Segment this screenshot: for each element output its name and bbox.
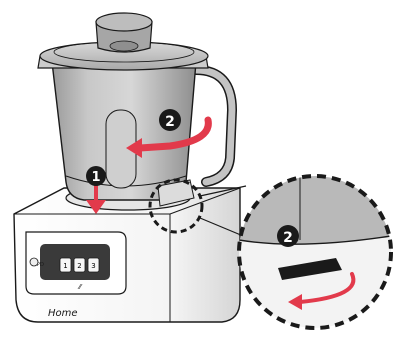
svg-text:1: 1: [91, 170, 100, 185]
step-2-badge: 2: [159, 109, 181, 131]
detail-marker-circle: [148, 178, 204, 234]
speed-button-1[interactable]: 1: [59, 257, 72, 273]
brand-logo: Home: [48, 308, 78, 319]
locking-tab: [157, 179, 195, 207]
svg-text:2: 2: [77, 262, 81, 270]
step-2-zoom-badge: 2: [277, 225, 299, 247]
step-1-badge: 1: [86, 166, 106, 186]
zoom-lock-slot: [278, 258, 342, 280]
speed-button-2[interactable]: 2: [73, 257, 86, 273]
svg-text:3: 3: [91, 262, 95, 270]
svg-text:2: 2: [283, 230, 293, 246]
control-panel: SPD 1 2 3 ⁄⁄: [25, 231, 127, 295]
zoom-detail: [237, 174, 393, 330]
svg-text:1: 1: [63, 262, 67, 270]
down-insert-arrow: [86, 184, 106, 214]
zoom-detail-arrow: [288, 272, 356, 310]
left-knob[interactable]: [29, 257, 39, 267]
lock-rotate-arrow: [126, 116, 212, 158]
speed-label: SPD: [33, 262, 44, 268]
processor-jug: [37, 12, 238, 207]
zoom-dashed-ring: [237, 174, 393, 330]
pulse-symbol: ⁄⁄: [77, 283, 83, 291]
svg-text:2: 2: [165, 114, 175, 130]
callout-line-top: [199, 185, 247, 197]
speed-button-3[interactable]: 3: [87, 257, 100, 273]
